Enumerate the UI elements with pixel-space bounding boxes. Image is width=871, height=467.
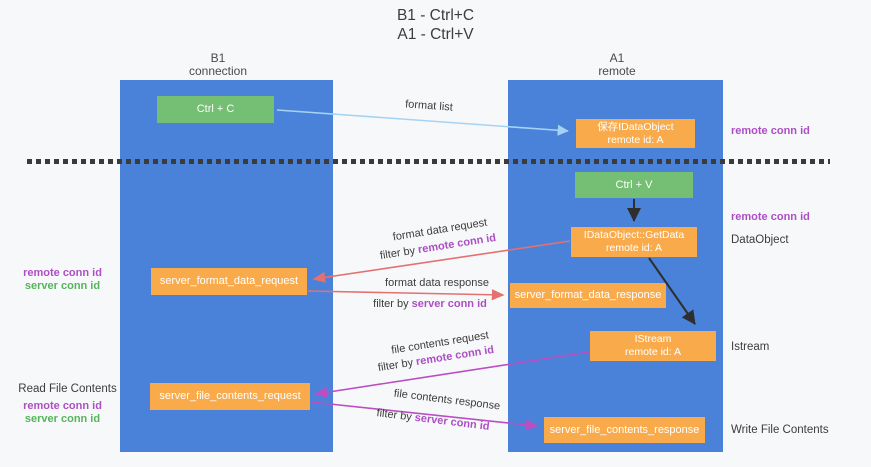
filter-by-server-conn-id: server conn id (411, 298, 487, 310)
node-server-file-contents-request: server_file_contents_request (150, 383, 310, 410)
node-server-file-contents-response: server_file_contents_response (544, 417, 705, 443)
node-save-idataobject: 保存IDataObject remote id: A (576, 119, 695, 148)
node-server-format-data-response: server_format_data_response (510, 283, 666, 308)
right-label-write-file-contents: Write File Contents (731, 424, 829, 436)
right-label-remote-conn-id-mid: remote conn id (731, 211, 810, 223)
arrow-format-data-response (307, 289, 505, 301)
node-getdata-line1: IDataObject::GetData (583, 229, 685, 241)
node-istream: IStream remote id: A (590, 331, 716, 361)
diagram-title: B1 - Ctrl+C A1 - Ctrl+V (0, 6, 871, 44)
left-label-remote-conn-id: remote conn id (23, 400, 102, 412)
filter-by-prefix: filter by (375, 407, 413, 424)
node-save-line1: 保存IDataObject (597, 120, 674, 133)
right-label-istream: Istream (731, 341, 770, 353)
copy-paste-divider-dashed-line (27, 159, 830, 164)
left-label-remote-conn-id: remote conn id (23, 267, 102, 279)
lane-a1-name: A1 (609, 51, 625, 65)
right-label-remote-conn-id-top: remote conn id (731, 125, 810, 137)
right-label-dataobject: DataObject (731, 234, 789, 246)
filter-by-server-conn-id: server conn id (414, 411, 491, 433)
title-line-1: B1 - Ctrl+C (396, 7, 475, 24)
lane-b1-name: B1 (210, 51, 226, 65)
node-istream-line2: remote id: A (624, 346, 682, 358)
left-label-server-conn-id: server conn id (24, 413, 101, 425)
annotation-format-list: format list (404, 98, 454, 114)
node-istream-line1: IStream (634, 333, 672, 345)
left-label-file-conn-ids: remote conn id server conn id (15, 400, 110, 426)
filter-by-prefix: filter by (379, 244, 417, 263)
node-getdata-line2: remote id: A (605, 242, 663, 254)
node-save-line2: remote id: A (607, 133, 664, 146)
left-label-format-conn-ids: remote conn id server conn id (15, 267, 110, 293)
annotation-file-contents-response: file contents response (393, 387, 501, 413)
annotation-format-response-filter: filter by server conn id (373, 298, 487, 310)
node-server-format-data-request: server_format_data_request (151, 268, 307, 295)
node-ctrl-c: Ctrl + C (157, 96, 274, 123)
lane-header-a1: A1 remote (557, 52, 677, 77)
annotation-file-response-filter: filter by server conn id (376, 407, 490, 433)
annotation-format-data-response: format data response (385, 277, 489, 289)
node-file-request-label: server_file_contents_request (159, 390, 301, 402)
node-ctrl-v-label: Ctrl + V (615, 178, 653, 191)
lane-header-b1: B1 connection (158, 52, 278, 77)
lane-a1-subtitle: remote (598, 63, 636, 78)
node-format-request-label: server_format_data_request (159, 275, 299, 287)
left-label-read-file-contents: Read File Contents (18, 383, 117, 395)
filter-by-prefix: filter by (373, 298, 409, 310)
node-ctrl-v: Ctrl + V (575, 172, 693, 198)
node-ctrl-c-label: Ctrl + C (196, 103, 235, 115)
lane-b1-subtitle: connection (188, 63, 248, 78)
filter-by-prefix: filter by (377, 356, 415, 375)
node-format-response-label: server_format_data_response (514, 289, 662, 301)
node-file-response-label: server_file_contents_response (549, 423, 700, 436)
left-label-server-conn-id: server conn id (24, 280, 101, 292)
title-line-2: A1 - Ctrl+V (397, 26, 474, 43)
node-idataobject-getdata: IDataObject::GetData remote id: A (571, 227, 697, 257)
